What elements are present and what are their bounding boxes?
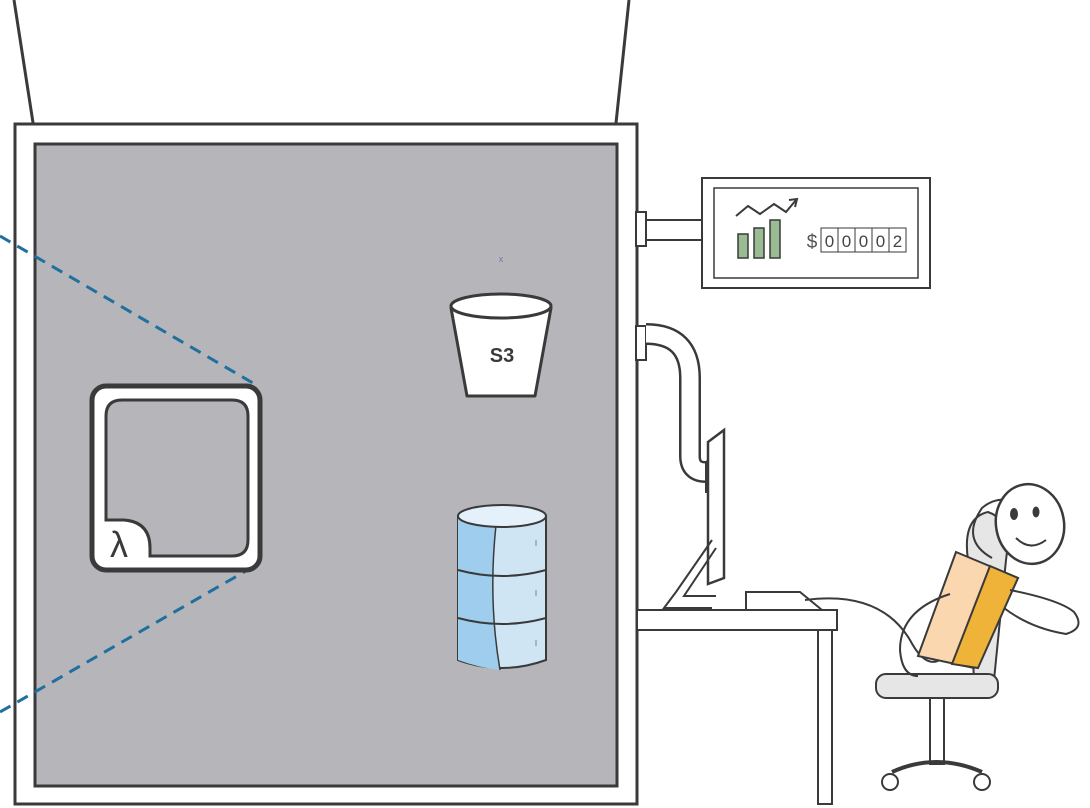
billing-connector bbox=[636, 212, 702, 246]
desk-icon bbox=[637, 592, 837, 804]
cost-digit: 0 bbox=[859, 232, 868, 251]
currency-symbol: $ bbox=[807, 232, 818, 253]
database-icon bbox=[458, 505, 546, 670]
cost-digit: 0 bbox=[842, 232, 851, 251]
s3-label: S3 bbox=[490, 345, 514, 367]
billing-display: $ 0 0 0 0 2 bbox=[702, 178, 930, 288]
cost-digit: 0 bbox=[876, 232, 885, 251]
right-lid-flap bbox=[614, 0, 629, 142]
lambda-function-icon: λ bbox=[92, 386, 260, 570]
cost-digit: 2 bbox=[893, 232, 902, 251]
left-lid-flap bbox=[14, 0, 36, 142]
lambda-symbol: λ bbox=[110, 524, 128, 565]
cost-digit: 0 bbox=[825, 232, 834, 251]
monitor-arm bbox=[636, 326, 706, 472]
s3-bucket-icon: S3 bbox=[451, 294, 551, 396]
cost-counter: 0 0 0 0 2 bbox=[821, 228, 906, 252]
tiny-marker: x bbox=[499, 254, 504, 264]
